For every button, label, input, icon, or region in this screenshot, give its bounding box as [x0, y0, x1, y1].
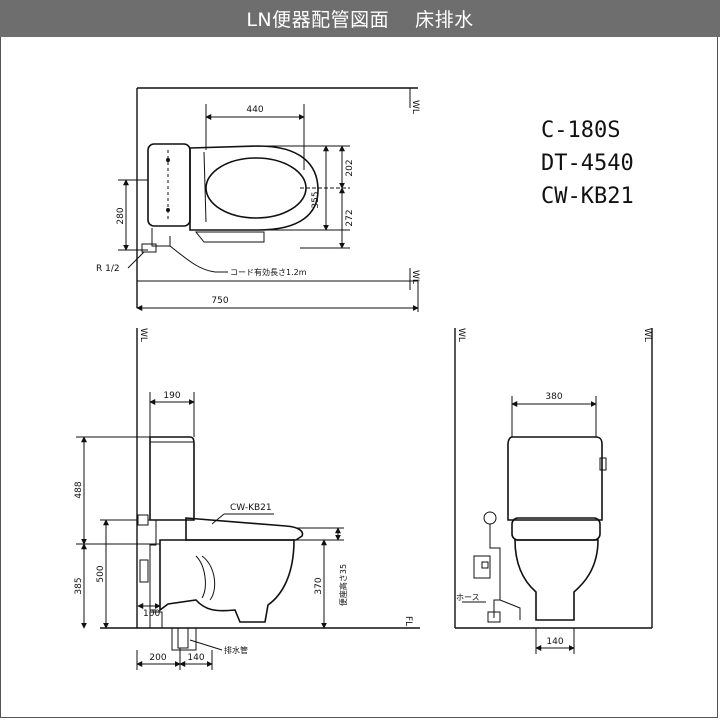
front-tank [507, 436, 603, 521]
side-seat [185, 517, 304, 541]
dim-side-488: 488 [74, 481, 84, 498]
dim-side-100: 100 [143, 609, 160, 619]
label-hose: ホース [456, 593, 480, 602]
side-view: WL FL 排水管 190 488 [74, 328, 420, 670]
label-side-fl: FL [403, 616, 413, 626]
dim-side-500: 500 [96, 565, 106, 582]
dim-side-385: 385 [74, 577, 84, 594]
page-title: LN便器配管図面 [246, 9, 390, 31]
front-seat [511, 517, 601, 541]
plan-bowl-opening [205, 157, 307, 219]
dim-side-seat-range: 便座高さ35 [338, 564, 348, 606]
label-cord-length: コード有効長さ1.2m [230, 267, 307, 277]
dim-plan-440: 440 [246, 105, 263, 115]
front-bowl [514, 539, 599, 621]
dim-plan-750: 750 [211, 296, 228, 306]
dim-side-370: 370 [314, 577, 324, 594]
plan-view: 440 202 355 272 280 R 1/2 コード有効長さ1.2m 75… [96, 87, 420, 312]
model-tank: DT-4540 [541, 151, 634, 176]
label-drain-pipe: 排水管 [224, 645, 248, 655]
front-view: WL WL ホース 380 140 [454, 328, 653, 654]
dim-side-140: 140 [187, 653, 204, 663]
label-pipe-r12: R 1/2 [96, 264, 120, 274]
dim-plan-280: 280 [116, 207, 126, 224]
dim-plan-202: 202 [345, 159, 355, 176]
title-bar: LN便器配管図面 床排水 [0, 0, 720, 37]
dim-plan-355: 355 [311, 191, 321, 208]
label-plan-wl-top: WL [410, 100, 420, 114]
label-plan-wl-bottom: WL [410, 270, 420, 284]
dim-side-200: 200 [149, 653, 166, 663]
dim-front-380: 380 [545, 392, 562, 402]
dim-front-140: 140 [546, 637, 563, 647]
label-side-seat-model: CW-KB21 [230, 503, 272, 513]
plan-seat [189, 145, 319, 231]
model-toilet: C-180S [541, 118, 620, 143]
side-tank [149, 436, 195, 521]
label-side-wl: WL [138, 328, 148, 342]
side-bowl [159, 539, 295, 623]
label-front-wl-left: WL [456, 328, 466, 342]
dim-plan-272: 272 [345, 209, 355, 226]
model-seat: CW-KB21 [541, 184, 634, 209]
label-front-wl-right: WL [642, 328, 652, 342]
dim-side-190: 190 [163, 391, 180, 401]
plan-tank [147, 143, 191, 227]
page-subtitle: 床排水 [415, 9, 474, 31]
